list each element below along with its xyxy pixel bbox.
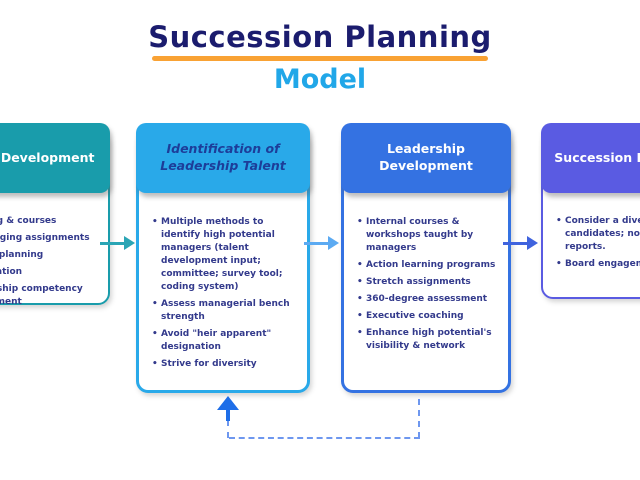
- stage-header: Leadership Development: [341, 123, 511, 193]
- arrow-shaft: [100, 241, 124, 245]
- list-item: Strive for diversity: [152, 358, 300, 371]
- feedback-line-left: [227, 420, 229, 438]
- list-item: Multiple methods to identify high potent…: [152, 216, 300, 294]
- flow-arrow-2-icon: [304, 236, 339, 250]
- list-item: Executive coaching: [357, 310, 501, 323]
- title-underline: [152, 55, 488, 61]
- stage-header: Identification of Leadership Talent: [136, 123, 310, 193]
- diagram-subtitle: Model: [273, 63, 367, 95]
- list-item: Action learning programs: [357, 259, 501, 272]
- stage-item-list: Multiple methods to identify high potent…: [152, 216, 300, 376]
- list-item: Avoid "heir apparent" designation: [152, 328, 300, 354]
- feedback-arrow-stem: [226, 409, 230, 421]
- diagram-title-block: Succession Planning Model: [0, 20, 640, 95]
- list-item: Internal courses & workshops taught by m…: [357, 216, 501, 255]
- stage-header: Succession Decisions: [541, 123, 640, 193]
- arrow-shaft: [304, 241, 328, 245]
- stage-item-list: Training & courses Challenging assignmen…: [0, 215, 101, 313]
- list-item: Career planning: [0, 249, 101, 262]
- list-item: 360-degree assessment: [357, 293, 501, 306]
- feedback-line-bottom: [229, 437, 420, 439]
- list-item: Enhance high potential's visibility & ne…: [357, 327, 501, 353]
- list-item: Stretch assignments: [357, 276, 501, 289]
- list-item: Board engagement: [556, 258, 640, 271]
- arrow-head: [328, 236, 339, 250]
- flow-arrow-3-icon: [503, 236, 538, 250]
- flow-arrow-1-icon: [100, 236, 135, 250]
- stage-header: Talent Development: [0, 123, 110, 193]
- diagram-title: Succession Planning: [148, 20, 492, 54]
- list-item: Job rotation: [0, 266, 101, 279]
- arrow-shaft: [503, 241, 527, 245]
- list-item: Training & courses: [0, 215, 101, 228]
- list-item: Leadership competency assessment: [0, 283, 101, 309]
- list-item: Assess managerial bench strength: [152, 298, 300, 324]
- feedback-up-arrow-icon: [217, 396, 239, 410]
- list-item: Challenging assignments: [0, 232, 101, 245]
- arrow-head: [527, 236, 538, 250]
- feedback-line-right: [418, 399, 420, 438]
- arrow-head: [124, 236, 135, 250]
- list-item: Consider a diverse slate of candidates; …: [556, 215, 640, 254]
- stage-item-list: Consider a diverse slate of candidates; …: [556, 215, 640, 275]
- stage-item-list: Internal courses & workshops taught by m…: [357, 216, 501, 357]
